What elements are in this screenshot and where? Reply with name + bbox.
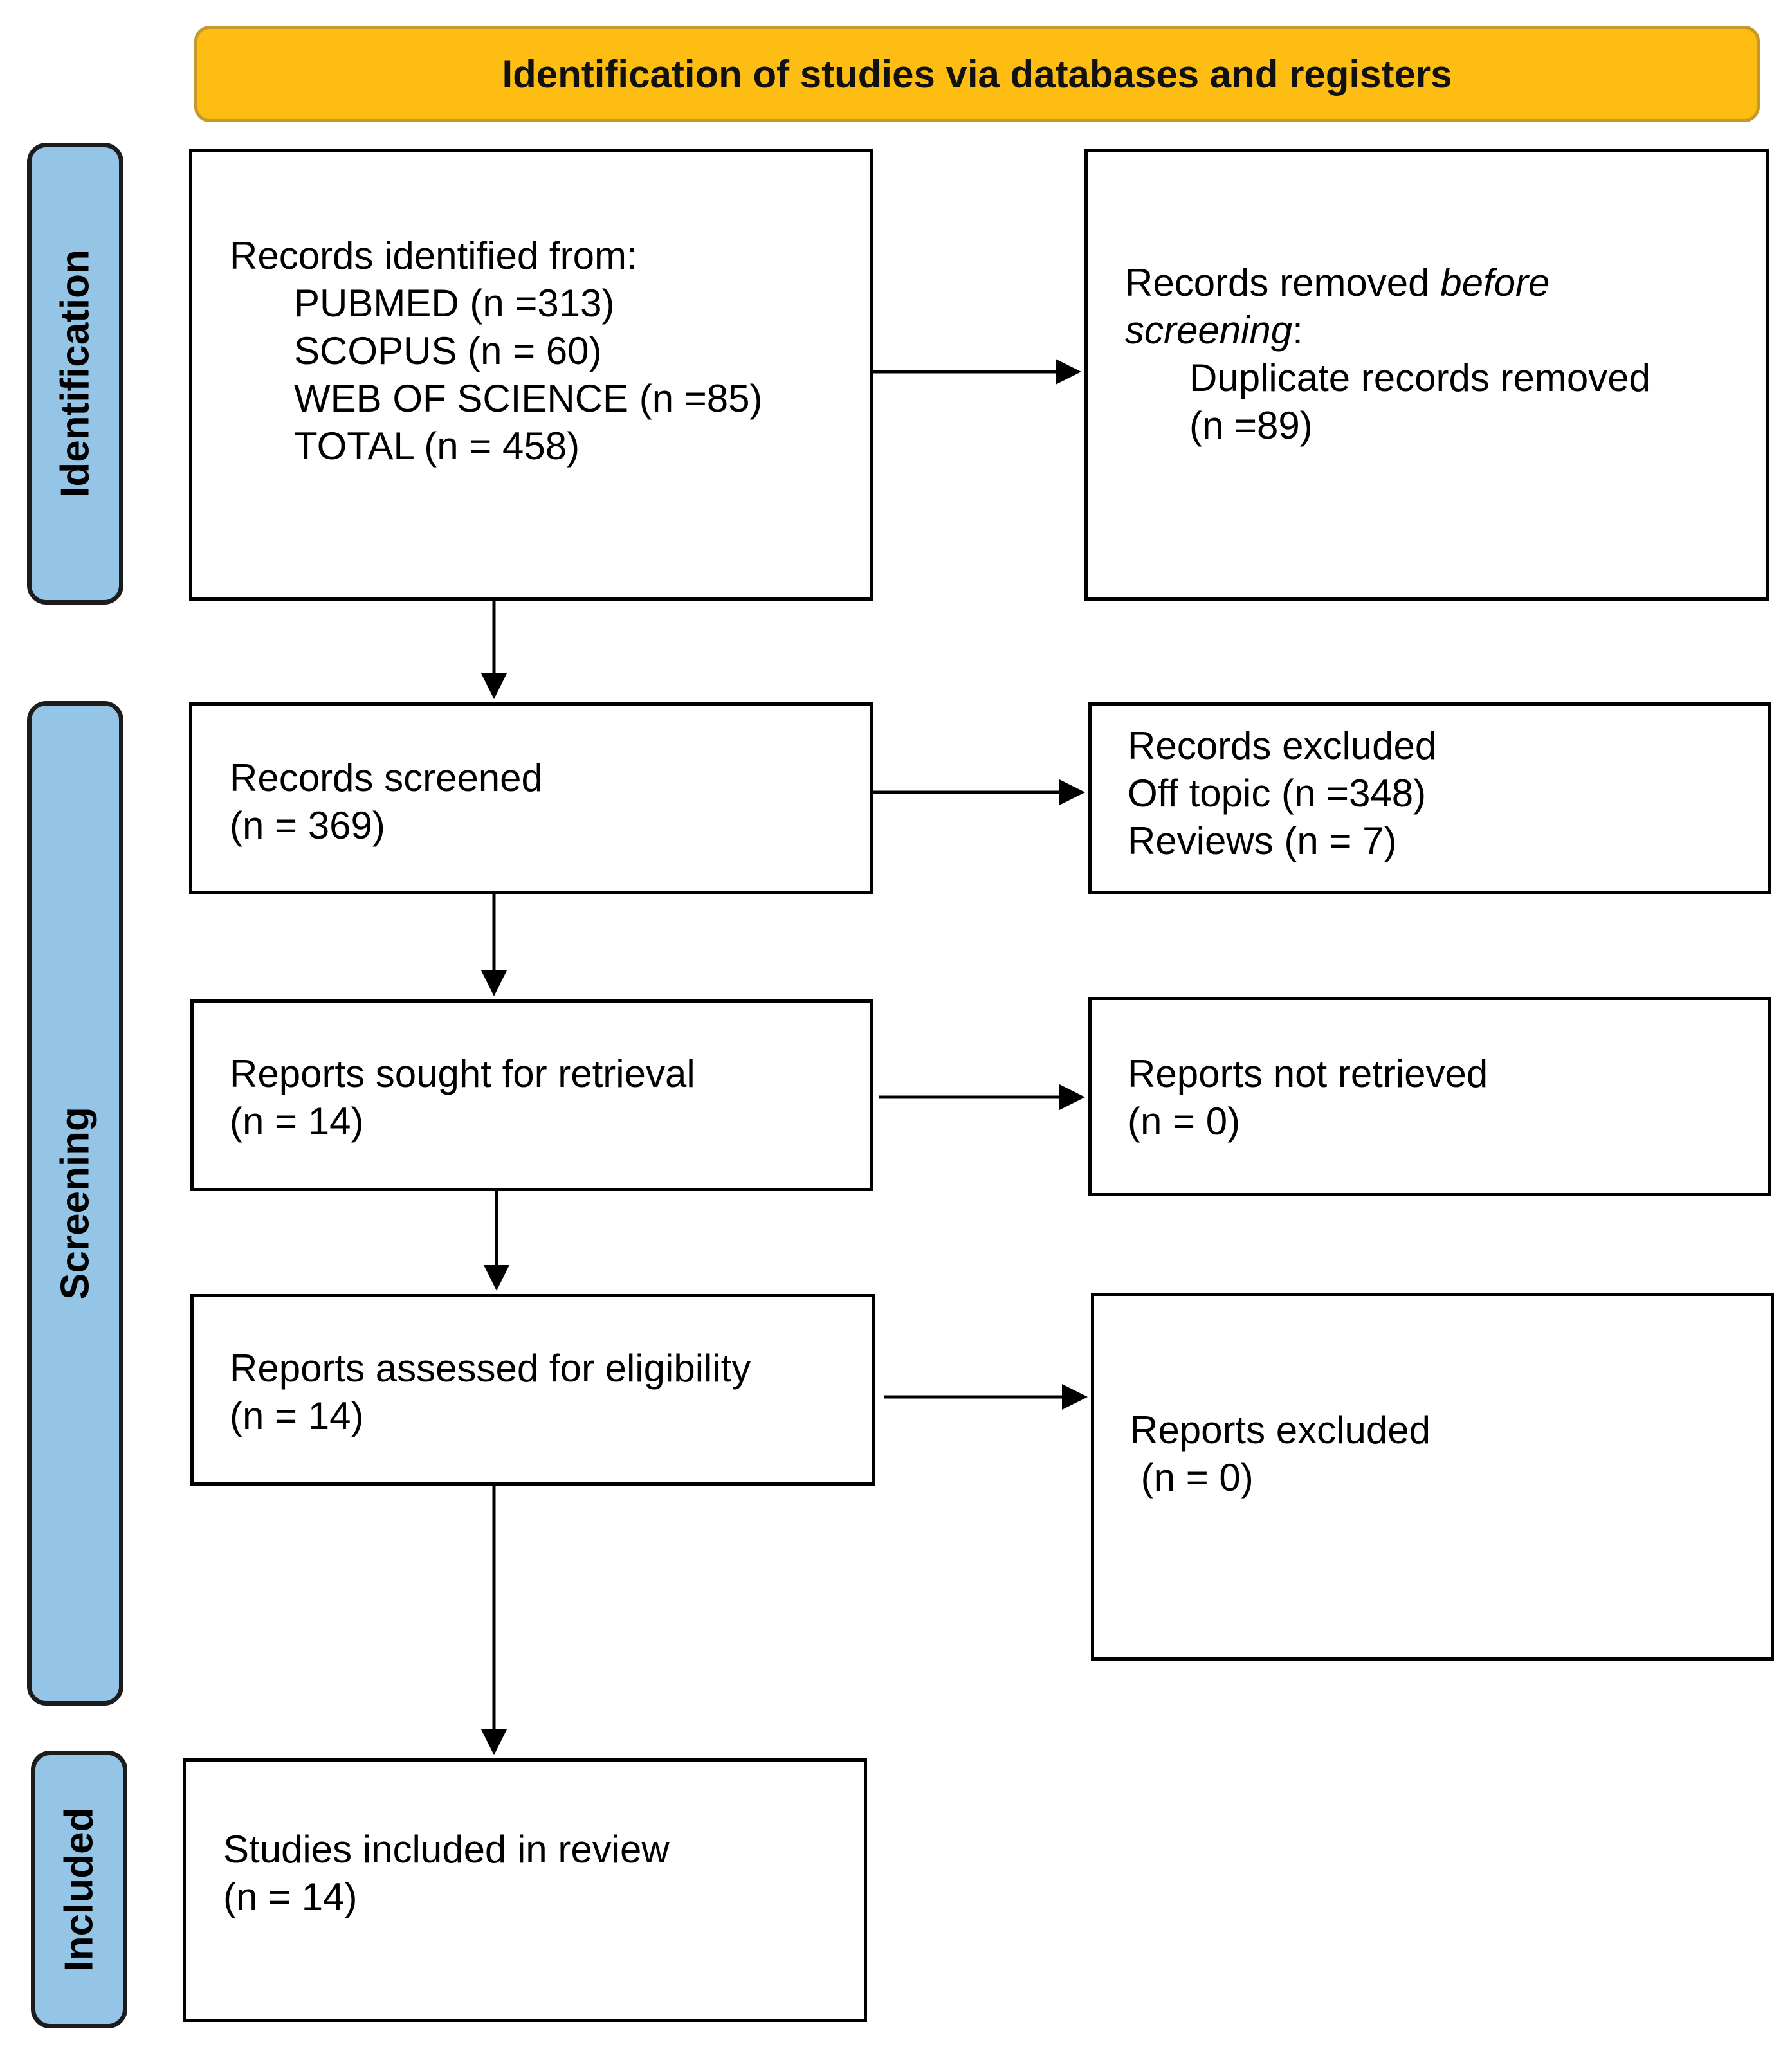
records-identified-wos: WEB OF SCIENCE (n =85) bbox=[294, 377, 763, 420]
records-identified-pubmed: PUBMED (n =313) bbox=[294, 282, 615, 325]
records-excluded-box: Records excluded Off topic (n =348) Revi… bbox=[1088, 702, 1771, 894]
records-removed-heading-text: Records removed bbox=[1125, 261, 1441, 304]
studies-included-box: Studies included in review (n = 14) bbox=[183, 1758, 867, 2022]
records-excluded-label: Records excluded bbox=[1128, 724, 1437, 767]
records-removed-box: Records removed before screening: Duplic… bbox=[1084, 149, 1769, 601]
phase-included: Included bbox=[31, 1751, 127, 2028]
reports-sought-box: Reports sought for retrieval (n = 14) bbox=[190, 999, 873, 1191]
records-removed-duplicates: Duplicate records removed bbox=[1189, 356, 1650, 399]
records-excluded-reviews: Reviews (n = 7) bbox=[1128, 819, 1397, 862]
records-screened-box: Records screened (n = 369) bbox=[189, 702, 873, 894]
reports-assessed-label: Reports assessed for eligibility bbox=[230, 1347, 751, 1390]
diagram-header: Identification of studies via databases … bbox=[194, 26, 1760, 122]
reports-assessed-count: (n = 14) bbox=[230, 1394, 364, 1437]
records-removed-heading-line2: screening: bbox=[1125, 307, 1303, 354]
records-identified-total: TOTAL (n = 458) bbox=[294, 424, 580, 468]
phase-identification: Identification bbox=[27, 143, 123, 605]
reports-excluded-label: Reports excluded bbox=[1130, 1408, 1431, 1452]
reports-not-retrieved-box: Reports not retrieved (n = 0) bbox=[1088, 997, 1771, 1196]
reports-excluded-count: (n = 0) bbox=[1130, 1456, 1254, 1499]
records-removed-heading: Records removed before bbox=[1125, 259, 1550, 307]
reports-excluded-box: Reports excluded (n = 0) bbox=[1091, 1293, 1774, 1661]
studies-included-label: Studies included in review bbox=[223, 1828, 670, 1871]
reports-sought-label: Reports sought for retrieval bbox=[230, 1052, 695, 1095]
records-identified-scopus: SCOPUS (n = 60) bbox=[294, 329, 602, 372]
phase-screening: Screening bbox=[27, 701, 123, 1706]
records-removed-heading-italic: before bbox=[1440, 261, 1550, 304]
records-identified-box: Records identified from: PUBMED (n =313)… bbox=[189, 149, 873, 601]
records-removed-count: (n =89) bbox=[1189, 404, 1313, 447]
records-screened-label: Records screened bbox=[230, 756, 543, 799]
records-removed-colon: : bbox=[1292, 309, 1303, 352]
header-title: Identification of studies via databases … bbox=[502, 52, 1452, 96]
records-removed-screening-italic: screening bbox=[1125, 309, 1293, 352]
reports-sought-count: (n = 14) bbox=[230, 1100, 364, 1143]
records-excluded-offtopic: Off topic (n =348) bbox=[1128, 772, 1427, 815]
reports-assessed-box: Reports assessed for eligibility (n = 14… bbox=[190, 1294, 875, 1486]
reports-not-retrieved-label: Reports not retrieved bbox=[1128, 1052, 1488, 1095]
records-screened-count: (n = 369) bbox=[230, 804, 385, 847]
records-identified-heading: Records identified from: bbox=[230, 234, 637, 277]
studies-included-count: (n = 14) bbox=[223, 1875, 358, 1918]
reports-not-retrieved-count: (n = 0) bbox=[1128, 1100, 1241, 1143]
